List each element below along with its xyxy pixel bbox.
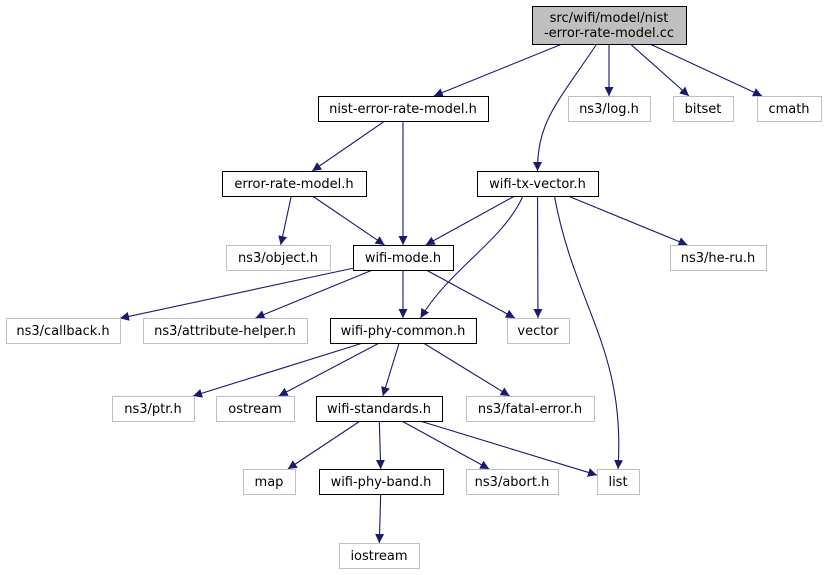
node-label-mode_h: wifi-mode.h <box>365 251 441 266</box>
node-label-ostream: ostream <box>228 402 282 417</box>
edge-nist_h-to-err_h <box>311 120 386 172</box>
node-box-mode_h <box>353 245 454 271</box>
node-txvec_h[interactable]: wifi-tx-vector.h <box>477 171 599 197</box>
node-box-vector <box>507 318 570 344</box>
node-cmath: cmath <box>757 96 822 122</box>
node-list: list <box>597 469 640 495</box>
node-mode_h[interactable]: wifi-mode.h <box>353 245 454 271</box>
node-label-nist_h: nist-error-rate-model.h <box>329 102 477 117</box>
node-box-cmath <box>757 96 822 122</box>
node-box-map <box>243 469 296 495</box>
node-bitset: bitset <box>673 96 734 122</box>
node-label-ns3_object: ns3/object.h <box>238 251 318 266</box>
edge-txvec_h-to-ns3_heru <box>567 195 688 246</box>
edge-phycommon_h-to-ns3_fatal <box>423 342 510 397</box>
node-label-err_h: error-rate-model.h <box>234 177 353 192</box>
node-phycommon_h[interactable]: wifi-phy-common.h <box>330 318 477 344</box>
node-label-root-line-1: src/wifi/model/nist <box>550 11 669 26</box>
edge-standards_h-to-ns3_abort <box>401 420 490 470</box>
node-iostream: iostream <box>339 543 420 569</box>
node-box-ns3_log <box>568 96 651 122</box>
node-ns3_log: ns3/log.h <box>568 96 651 122</box>
node-label-ns3_attr: ns3/attribute-helper.h <box>154 324 296 339</box>
node-standards_h[interactable]: wifi-standards.h <box>316 396 443 422</box>
edges-layer <box>119 43 763 544</box>
node-label-ns3_abort: ns3/abort.h <box>475 475 550 490</box>
edge-standards_h-to-band_h <box>375 420 385 470</box>
node-box-ns3_object <box>226 245 331 271</box>
node-ostream: ostream <box>216 396 295 422</box>
node-box-txvec_h <box>477 171 599 197</box>
node-box-nist_h <box>318 96 489 122</box>
node-ns3_abort: ns3/abort.h <box>466 469 559 495</box>
node-label-ns3_ptr: ns3/ptr.h <box>124 402 182 417</box>
edge-band_h-to-iostream <box>375 493 385 544</box>
edge-mode_h-to-ns3_callback <box>119 267 354 321</box>
edge-root-to-nist_h <box>433 43 563 97</box>
node-box-err_h <box>222 171 367 197</box>
node-label-standards_h: wifi-standards.h <box>327 402 431 417</box>
node-label-cmath: cmath <box>768 102 809 117</box>
node-label-band_h: wifi-phy-band.h <box>331 475 432 490</box>
edge-phycommon_h-to-ns3_ptr <box>192 342 364 398</box>
node-ns3_object: ns3/object.h <box>226 245 331 271</box>
nodes-layer: src/wifi/model/nist-error-rate-model.cc n… <box>6 6 822 569</box>
node-label-iostream: iostream <box>350 549 407 564</box>
node-nist_h[interactable]: nist-error-rate-model.h <box>318 96 489 122</box>
node-ns3_heru: ns3/he-ru.h <box>670 245 767 271</box>
edge-txvec_h-to-phycommon_h <box>420 195 524 319</box>
node-ns3_callback: ns3/callback.h <box>6 318 121 344</box>
node-box-ns3_heru <box>670 245 767 271</box>
node-box-standards_h <box>316 396 443 422</box>
node-label-phycommon_h: wifi-phy-common.h <box>341 324 466 339</box>
node-label-bitset: bitset <box>685 102 722 117</box>
node-box-ns3_callback <box>6 318 121 344</box>
node-box-ns3_attr <box>143 318 308 344</box>
node-label-ns3_log: ns3/log.h <box>579 102 639 117</box>
edge-mode_h-to-ns3_attr <box>255 269 373 319</box>
node-box-ostream <box>216 396 295 422</box>
node-vector: vector <box>507 318 570 344</box>
node-box-phycommon_h <box>330 318 477 344</box>
edge-mode_h-to-vector <box>425 269 516 319</box>
node-label-ns3_callback: ns3/callback.h <box>16 324 109 339</box>
node-label-ns3_heru: ns3/he-ru.h <box>681 251 756 266</box>
node-band_h[interactable]: wifi-phy-band.h <box>319 469 444 495</box>
edge-txvec_h-to-mode_h <box>425 195 516 246</box>
node-err_h[interactable]: error-rate-model.h <box>222 171 367 197</box>
node-box-root <box>532 6 687 45</box>
node-label-vector: vector <box>517 324 559 339</box>
node-box-iostream <box>339 543 420 569</box>
node-ns3_attr: ns3/attribute-helper.h <box>143 318 308 344</box>
node-box-ns3_abort <box>466 469 559 495</box>
node-box-ns3_fatal <box>466 396 595 422</box>
edge-txvec_h-to-list <box>553 195 624 470</box>
node-root[interactable]: src/wifi/model/nist-error-rate-model.cc <box>532 6 687 45</box>
node-box-list <box>597 469 640 495</box>
edge-root-to-txvec_h <box>533 43 598 172</box>
node-ns3_ptr: ns3/ptr.h <box>112 396 195 422</box>
node-box-band_h <box>319 469 444 495</box>
edge-root-to-cmath <box>649 43 763 97</box>
node-map: map <box>243 469 296 495</box>
edge-standards_h-to-list <box>419 420 598 477</box>
node-box-ns3_ptr <box>112 396 195 422</box>
node-label-txvec_h: wifi-tx-vector.h <box>489 177 586 192</box>
edge-phycommon_h-to-standards_h <box>381 342 400 397</box>
node-ns3_fatal: ns3/fatal-error.h <box>466 396 595 422</box>
edge-phycommon_h-to-ostream <box>278 342 380 397</box>
node-label-list: list <box>608 475 627 490</box>
node-label-ns3_fatal: ns3/fatal-error.h <box>478 402 582 417</box>
node-box-bitset <box>673 96 734 122</box>
edge-standards_h-to-map <box>287 420 361 470</box>
edge-err_h-to-ns3_object <box>278 195 292 246</box>
node-label-root-line-2: -error-rate-model.cc <box>544 26 674 41</box>
node-label-map: map <box>255 475 284 490</box>
edge-root-to-bitset <box>630 43 690 97</box>
edge-err_h-to-mode_h <box>312 195 385 246</box>
